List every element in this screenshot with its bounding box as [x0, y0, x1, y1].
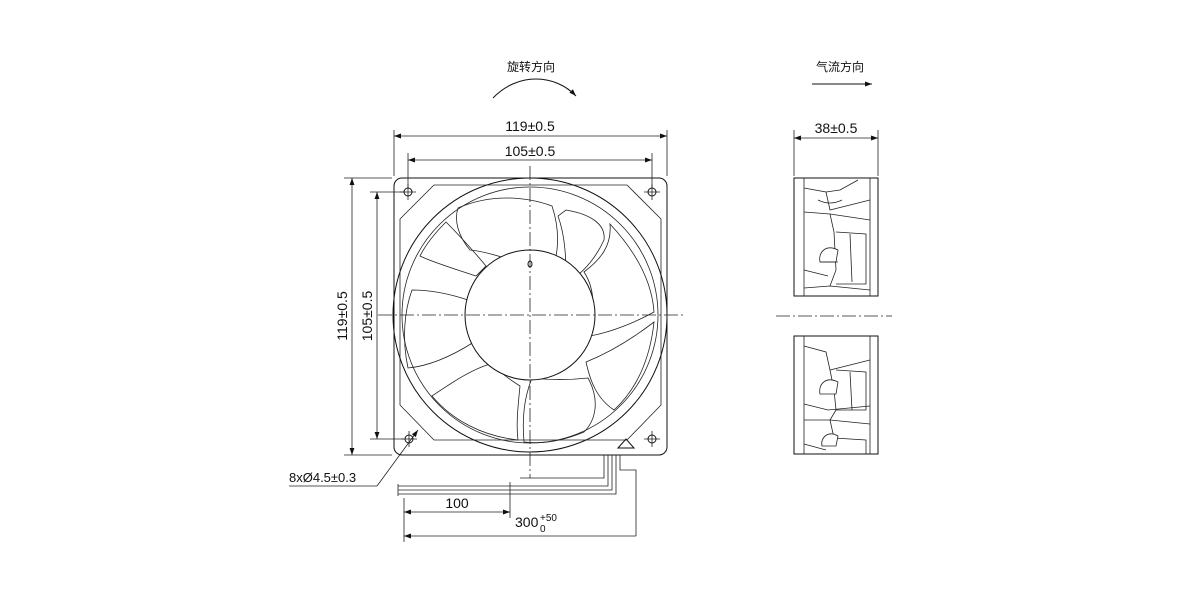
dim-lead-lower-tolerance: 0	[540, 524, 546, 535]
front-view	[378, 166, 684, 496]
dim-lead-label: 300	[515, 514, 539, 530]
rotation-label: 旋转方向	[507, 59, 555, 74]
dim-height-hole: 105±0.5	[359, 191, 404, 440]
side-lower-detail	[803, 336, 871, 454]
dim-strip: 100	[403, 482, 511, 518]
dim-width-hole: 105±0.5	[407, 143, 653, 188]
dim-height-outer: 119±0.5	[334, 177, 392, 456]
dim-width-outer-label: 119±0.5	[505, 118, 555, 134]
holes-callout: 8xØ4.5±0.3	[289, 429, 419, 487]
side-frame-upper	[793, 177, 879, 297]
rotation-direction-arrow	[492, 78, 577, 99]
dim-strip-label: 100	[445, 495, 469, 511]
dim-height-hole-label: 105±0.5	[359, 291, 375, 342]
lead-wires	[397, 455, 617, 496]
side-frame-lower	[793, 335, 879, 455]
dim-lead: 300 +50 0	[403, 455, 637, 542]
dim-height-outer-label: 119±0.5	[334, 291, 350, 341]
holes-label: 8xØ4.5±0.3	[289, 470, 356, 485]
dim-width-hole-label: 105±0.5	[505, 143, 556, 159]
side-view	[776, 177, 892, 455]
dim-lead-upper-tolerance: +50	[540, 513, 557, 524]
airflow-label: 气流方向	[816, 59, 864, 74]
side-upper-detail	[803, 178, 871, 296]
dim-depth: 38±0.5	[793, 120, 879, 176]
dim-width-outer: 119±0.5	[393, 118, 668, 176]
dim-depth-label: 38±0.5	[815, 120, 858, 136]
wire-exit-arrow	[616, 438, 636, 449]
